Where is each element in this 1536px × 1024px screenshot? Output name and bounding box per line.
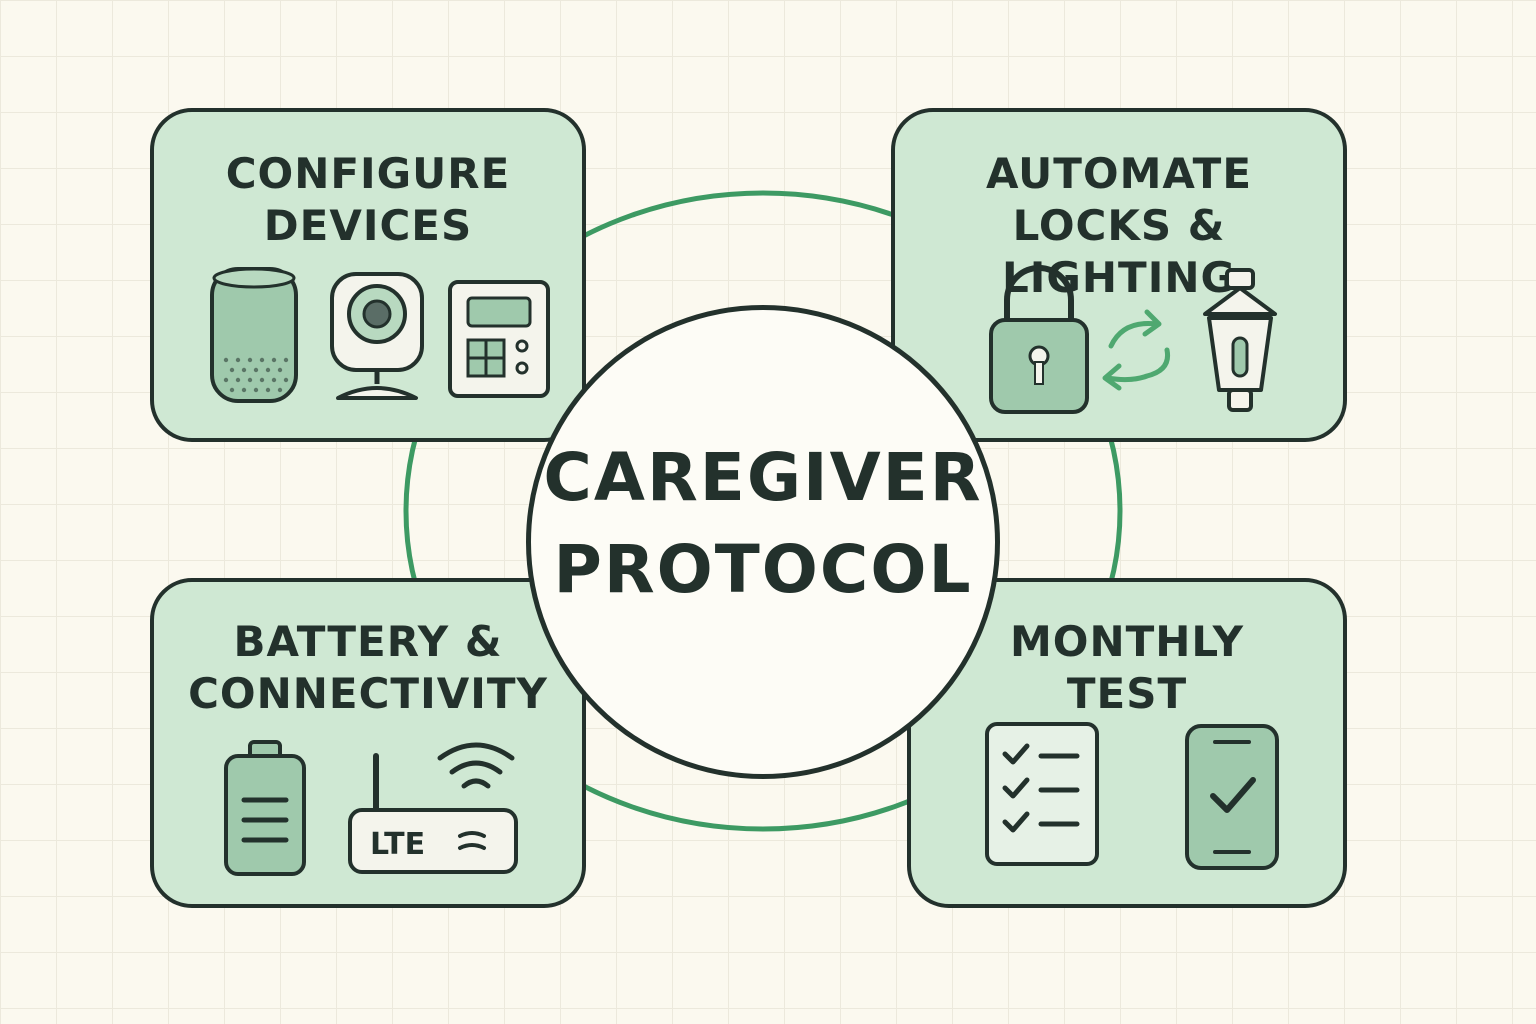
card-automate-title: AUTOMATE LOCKS & LIGHTING [895, 148, 1343, 304]
card-monthly-line2: TEST [1066, 669, 1188, 718]
center-title: CAREGIVER PROTOCOL [531, 432, 995, 616]
lamp-icon [1203, 268, 1277, 412]
card-configure-line1: CONFIGURE [225, 149, 511, 198]
wifi-icon [437, 742, 515, 789]
router-icon: LTE [348, 753, 518, 874]
card-automate-locks-lighting: AUTOMATE LOCKS & LIGHTING [891, 108, 1347, 442]
sync-arrows-icon [1102, 309, 1171, 391]
card-configure-devices: CONFIGURE DEVICES [150, 108, 586, 442]
card-configure-title: CONFIGURE DEVICES [154, 148, 582, 252]
configure-icons [210, 267, 550, 403]
card-battery-line2: CONNECTIVITY [188, 669, 548, 718]
camera-icon [330, 272, 424, 400]
card-battery-connectivity: BATTERY & CONNECTIVITY LTE [150, 578, 586, 908]
smart-speaker-icon [210, 267, 298, 403]
card-automate-line1: AUTOMATE [985, 149, 1253, 198]
card-configure-line2: DEVICES [263, 201, 473, 250]
phone-check-icon [1185, 724, 1279, 870]
card-automate-line2: LOCKS & LIGHTING [1002, 201, 1236, 302]
card-monthly-test: MONTHLY TEST [907, 578, 1347, 908]
card-monthly-line1: MONTHLY [1009, 617, 1245, 666]
connector-ring-path [403, 190, 1123, 832]
automate-icons [989, 265, 1277, 414]
checklist-icon [985, 722, 1099, 866]
card-monthly-title: MONTHLY TEST [911, 616, 1343, 720]
control-panel-icon [448, 280, 550, 398]
card-battery-line1: BATTERY & [233, 617, 503, 666]
router-label: LTE [370, 827, 425, 862]
battery-icons: LTE [224, 740, 518, 876]
padlock-icon [989, 265, 1089, 414]
monthly-icons [985, 722, 1279, 870]
card-battery-title: BATTERY & CONNECTIVITY [154, 616, 582, 720]
battery-icon [224, 740, 306, 876]
center-title-line1: CAREGIVER [543, 439, 983, 516]
center-title-line2: PROTOCOL [553, 531, 973, 608]
center-hub: CAREGIVER PROTOCOL [526, 305, 1000, 779]
